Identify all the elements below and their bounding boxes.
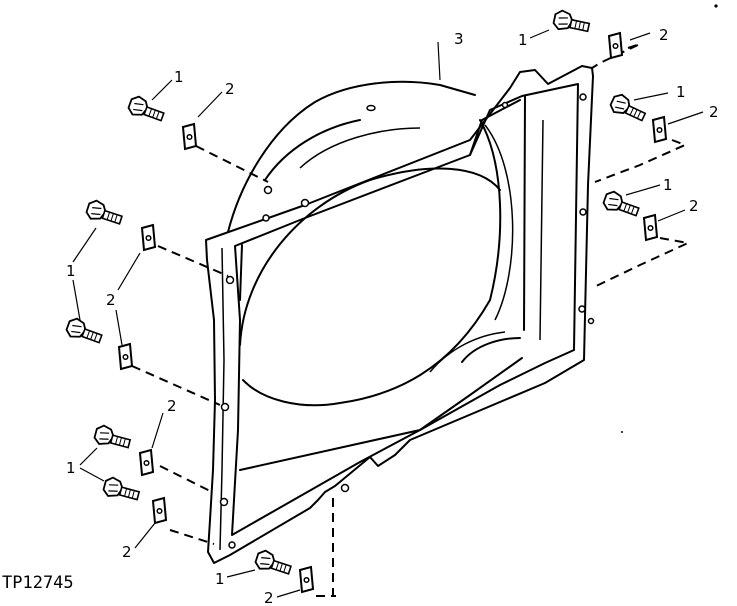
callout-nut: 2 bbox=[709, 103, 719, 121]
clip-nut-icon bbox=[118, 32, 667, 593]
callout-shroud: 3 bbox=[454, 30, 464, 48]
callout-bolt: 1 bbox=[518, 31, 528, 49]
callout-nut: 2 bbox=[122, 543, 132, 561]
callout-nut: 2 bbox=[167, 397, 177, 415]
cap-screw-icon bbox=[63, 8, 650, 579]
callout-bolt: 1 bbox=[215, 570, 225, 588]
leader-lines bbox=[72, 29, 704, 598]
alignment-lines bbox=[131, 43, 692, 597]
callout-bolt: 1 bbox=[66, 459, 76, 477]
callout-bolt: 1 bbox=[66, 262, 76, 280]
callout-nut: 2 bbox=[689, 197, 699, 215]
callout-nut: 2 bbox=[264, 589, 274, 606]
callout-nut: 2 bbox=[659, 26, 669, 44]
callout-bolt: 1 bbox=[174, 68, 184, 86]
callout-nut: 2 bbox=[225, 80, 235, 98]
fan-shroud-icon bbox=[205, 65, 595, 564]
callout-nut: 2 bbox=[106, 291, 116, 309]
callout-bolt: 1 bbox=[663, 176, 673, 194]
callout-bolt: 1 bbox=[676, 83, 686, 101]
callouts: 3 1 1 1 1 1 1 1 2 2 2 2 2 2 2 2 bbox=[66, 26, 719, 606]
figure-id-label: TP12745 bbox=[2, 573, 74, 593]
